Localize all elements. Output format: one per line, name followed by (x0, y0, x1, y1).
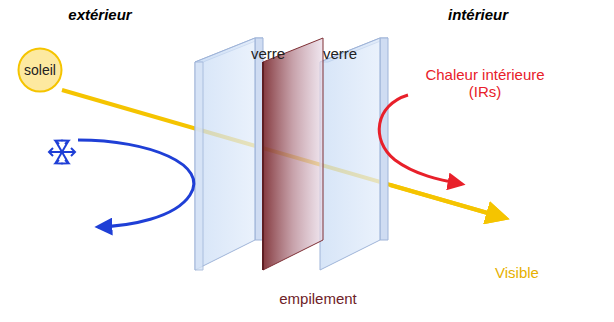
ray-label: Visible (495, 264, 539, 281)
coated-glass-pane (263, 38, 388, 270)
snowflake-icon (49, 141, 75, 164)
side-label: intérieur (448, 6, 508, 23)
sun-circle: soleil (17, 47, 63, 93)
layer-label: empilement (279, 290, 357, 307)
heat-arrow (379, 95, 462, 184)
part-label: verre (251, 45, 285, 62)
glass-pane (195, 38, 263, 270)
side-label: extérieur (68, 6, 131, 23)
heat-label: Chaleur intérieure (IRs) (415, 66, 555, 101)
visible-ray-out (390, 185, 505, 218)
cold-arrow (78, 140, 194, 227)
part-label: verre (323, 45, 357, 62)
sun-label: soleil (24, 62, 56, 78)
sun-disc (19, 49, 62, 92)
